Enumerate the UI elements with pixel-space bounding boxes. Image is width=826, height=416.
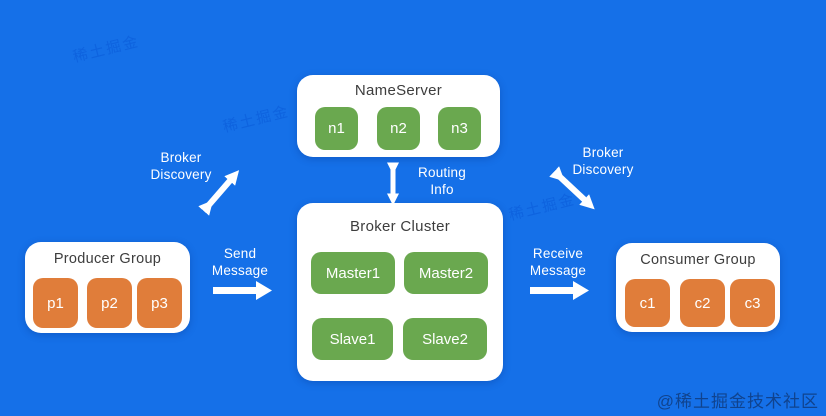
broker-node-slave1: Slave1 [312, 318, 393, 360]
nameserver-title: NameServer [354, 82, 443, 99]
consumer-node-c2: c2 [680, 279, 725, 327]
producer-node-p3: p3 [137, 278, 182, 328]
broker-cluster-title: Broker Cluster [349, 218, 451, 235]
broker-discovery-right-label: Broker Discovery [572, 145, 634, 177]
nameserver-node-n1: n1 [315, 107, 358, 150]
producer-group-title: Producer Group [53, 251, 162, 267]
producer-node-p2: p2 [87, 278, 132, 328]
broker-discovery-left-label: Broker Discovery [150, 150, 212, 182]
consumer-node-c1: c1 [625, 279, 670, 327]
consumer-group-panel: Consumer Group c1 c2 c3 [616, 243, 780, 332]
broker-node-slave2: Slave2 [403, 318, 487, 360]
consumer-group-title: Consumer Group [640, 252, 756, 268]
send-message-arrow [213, 281, 272, 300]
producer-node-p1: p1 [33, 278, 78, 328]
nameserver-panel: NameServer n1 n2 n3 [297, 75, 500, 157]
broker-node-master2: Master2 [404, 252, 488, 294]
background-watermark: 稀土掘金 [221, 102, 292, 136]
corner-watermark: @稀土掘金技术社区 [656, 392, 819, 411]
receive-message-label: Receive Message [529, 246, 587, 278]
routing-info-label: Routing Info [418, 165, 466, 197]
broker-discovery-right-arrow [549, 166, 595, 210]
send-message-label: Send Message [211, 246, 269, 278]
background-watermark: 稀土掘金 [71, 32, 142, 66]
receive-message-arrow [530, 281, 589, 300]
nameserver-node-n3: n3 [438, 107, 481, 150]
background-watermark: 稀土掘金 [507, 190, 578, 224]
nameserver-node-n2: n2 [377, 107, 420, 150]
producer-group-panel: Producer Group p1 p2 p3 [25, 242, 190, 333]
consumer-node-c3: c3 [730, 279, 775, 327]
broker-node-master1: Master1 [311, 252, 395, 294]
broker-cluster-panel: Broker Cluster Master1 Master2 Slave1 Sl… [297, 203, 503, 381]
